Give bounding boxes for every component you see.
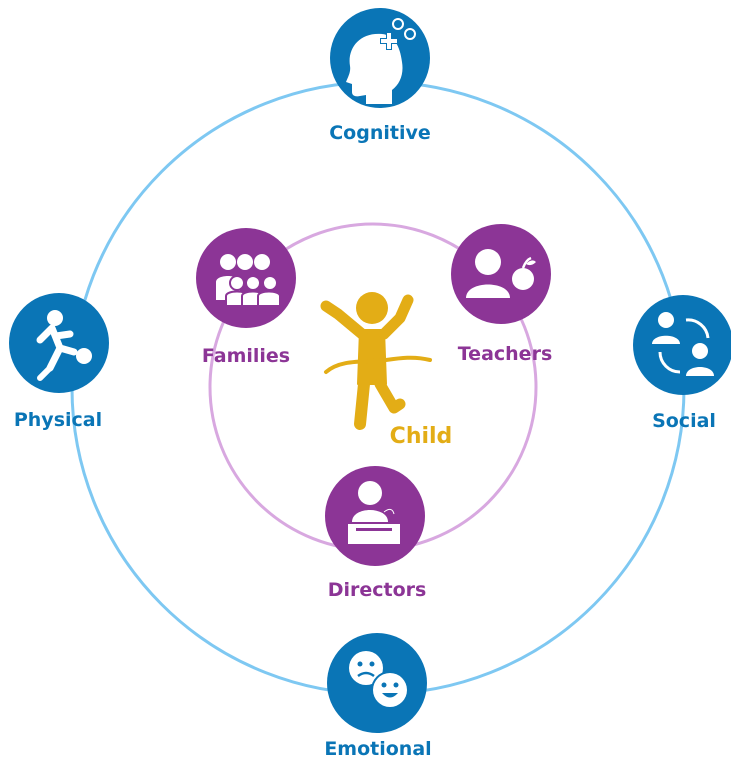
child-label: Child	[390, 424, 453, 449]
physical-label: Physical	[14, 409, 102, 431]
social-node: Social	[633, 295, 731, 432]
child-figure-icon	[320, 292, 432, 430]
families-node: Families	[196, 228, 296, 367]
social-label: Social	[652, 410, 716, 432]
teachers-node: Teachers	[451, 224, 552, 365]
emotional-label: Emotional	[324, 738, 431, 760]
child-node: Child	[320, 292, 453, 449]
directors-node: Directors	[325, 466, 426, 601]
directors-label: Directors	[328, 579, 427, 601]
family-group-icon	[216, 254, 281, 307]
people-exchange-icon	[652, 312, 714, 376]
teacher-apple-icon	[466, 249, 536, 298]
cognitive-label: Cognitive	[329, 122, 431, 144]
faces-icon	[349, 651, 409, 709]
physical-node: Physical	[9, 293, 109, 431]
cognitive-node: Cognitive	[329, 8, 431, 144]
speaker-podium-icon	[348, 481, 400, 544]
head-with-plus-icon	[346, 18, 416, 104]
teachers-label: Teachers	[458, 343, 553, 365]
emotional-node: Emotional	[324, 633, 432, 760]
kicking-ball-icon	[36, 310, 92, 381]
families-label: Families	[202, 345, 290, 367]
